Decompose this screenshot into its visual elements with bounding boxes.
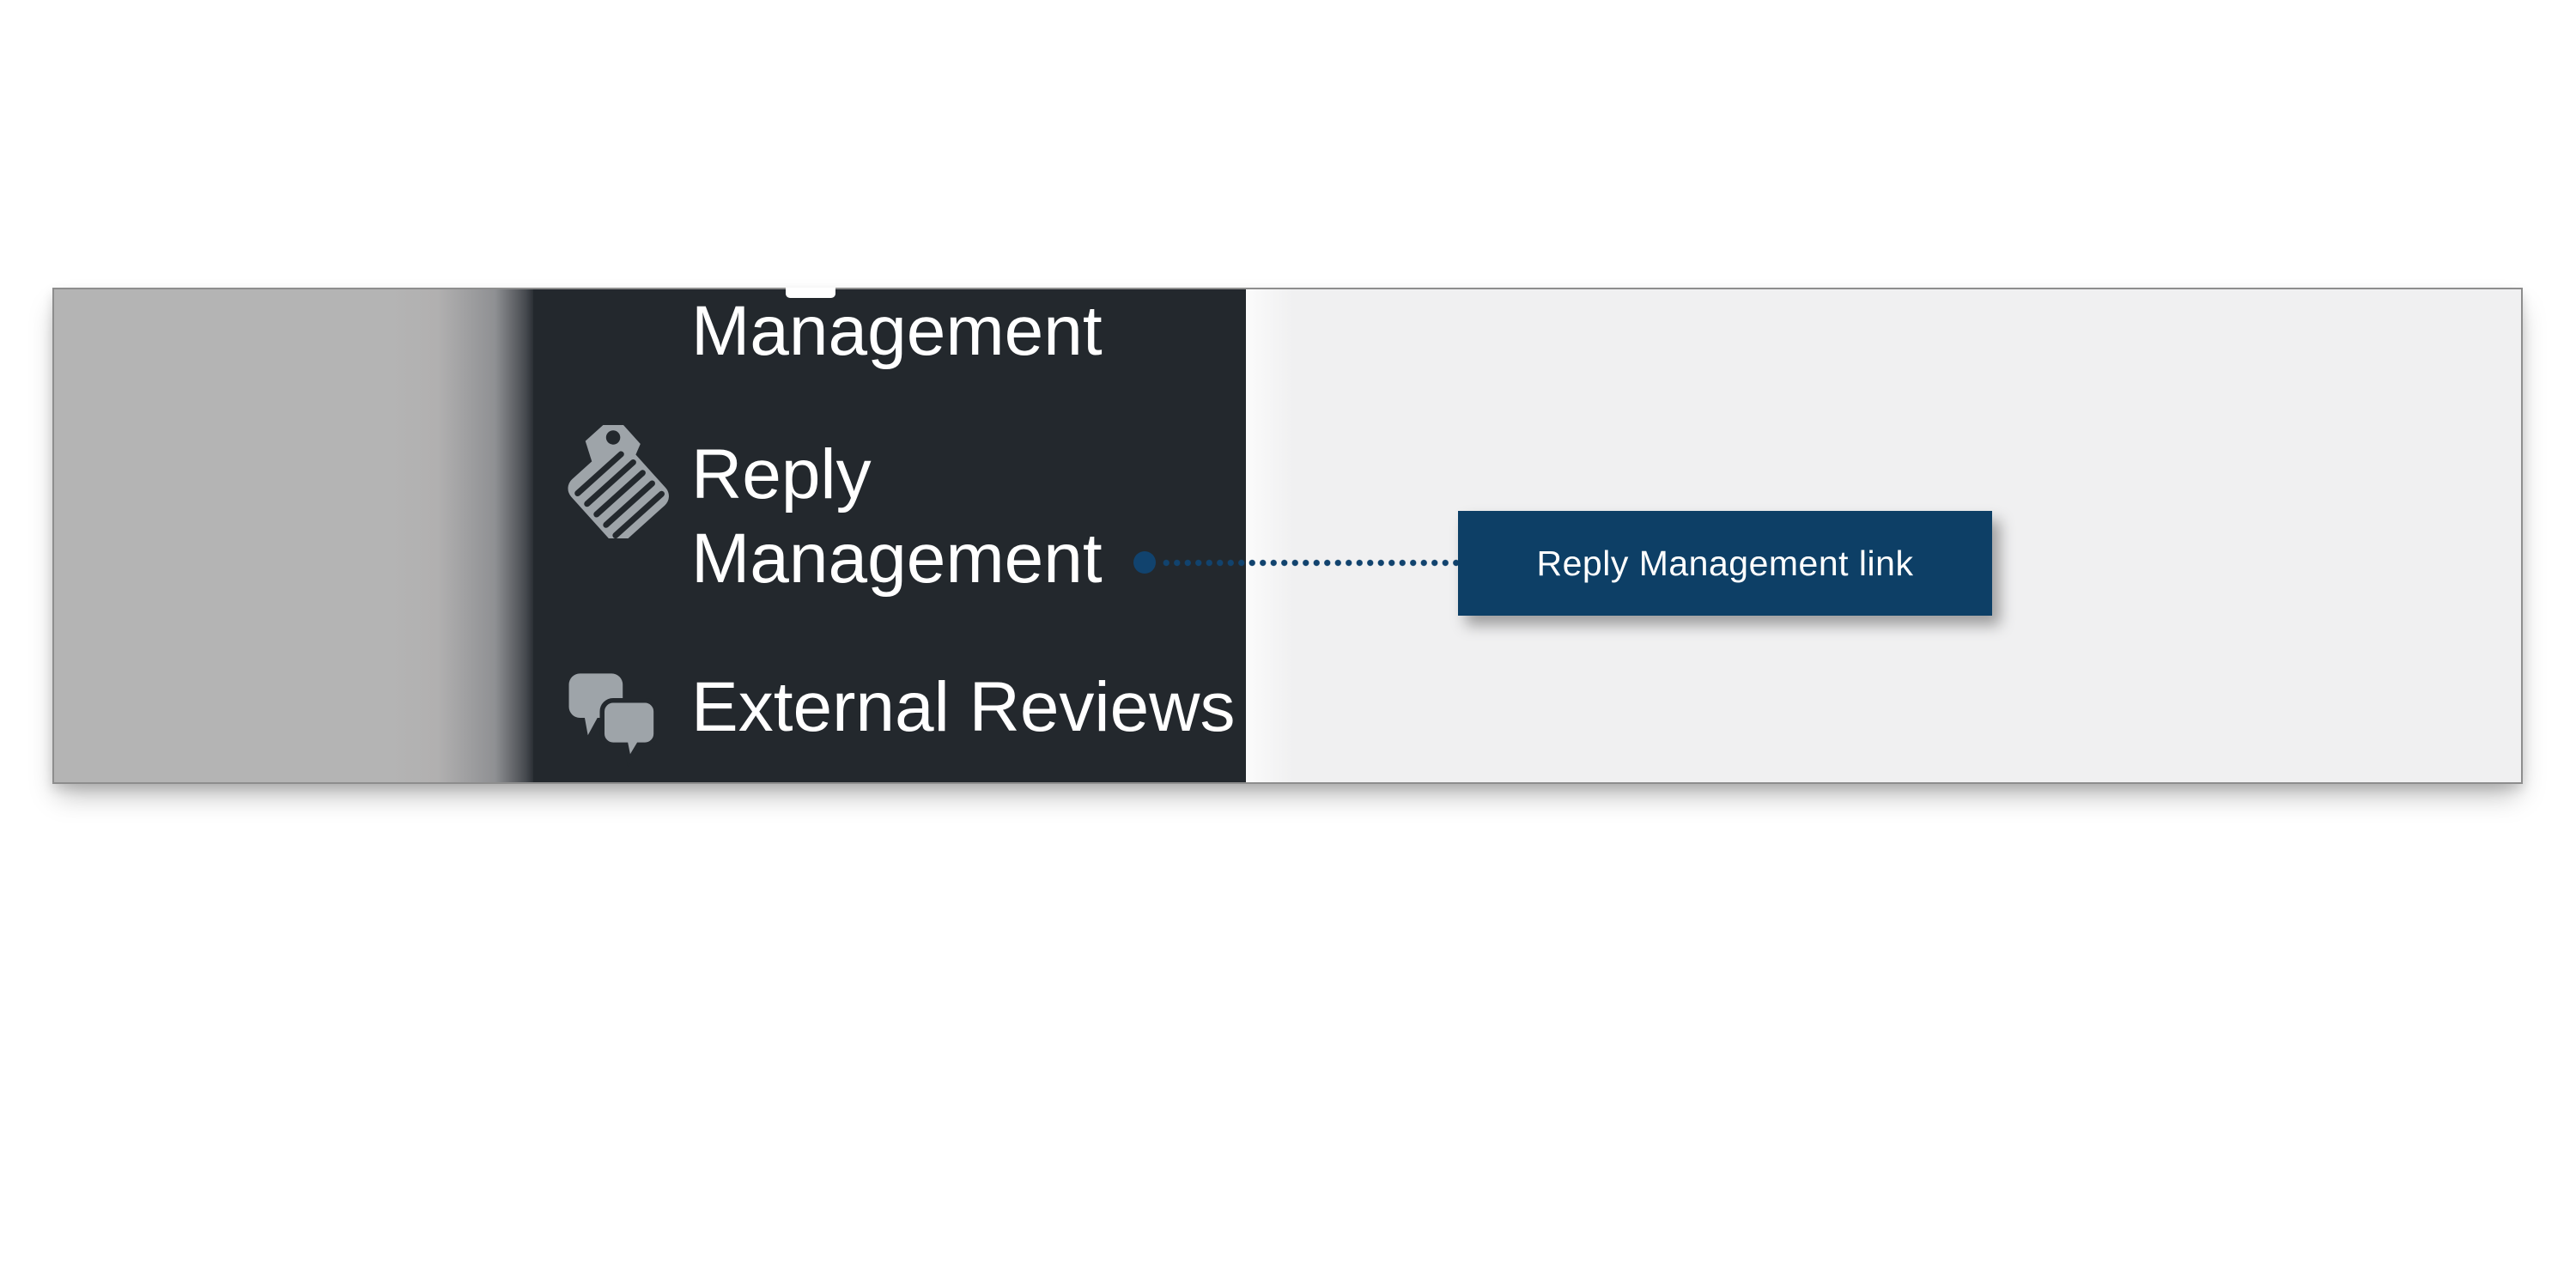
chat-bubbles-icon — [568, 673, 659, 768]
callout-label: Reply Management link — [1536, 543, 1914, 583]
blurred-left-region — [54, 289, 533, 782]
sidebar-item-label: Management — [691, 292, 1103, 370]
callout-label-box: Reply Management link — [1458, 511, 1992, 616]
tag-icon — [568, 425, 669, 538]
leader-anchor-dot — [1133, 551, 1156, 574]
sidebar-item-label-line2: Management — [691, 519, 1103, 598]
screenshot-strip: Management — [52, 288, 2523, 784]
sidebar-item-label: External Reviews — [691, 668, 1236, 746]
sidebar-item-label-line1: Reply — [691, 435, 872, 513]
sidebar-item-management-partial[interactable]: Management — [691, 295, 1103, 368]
cropped-text-fragment — [786, 288, 835, 298]
admin-sidebar: Management — [533, 288, 1246, 782]
dotted-leader-line — [1161, 559, 1461, 567]
